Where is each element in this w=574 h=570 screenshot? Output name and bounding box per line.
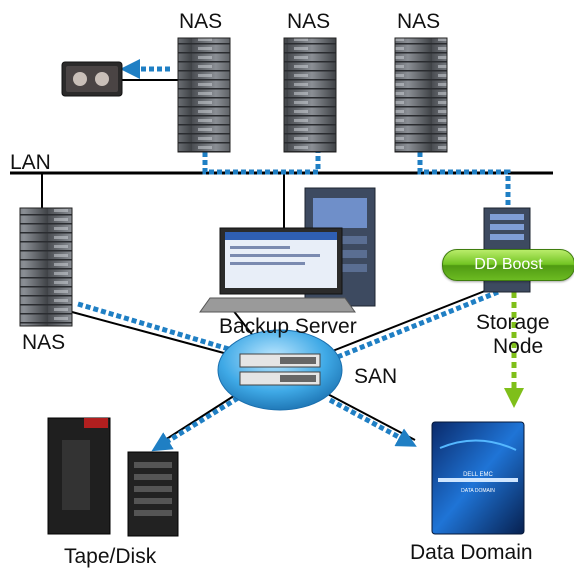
backup-server-icon — [199, 187, 376, 313]
storage-node-label-line2: Node — [493, 335, 544, 358]
storage-node-label-line1: Storage — [476, 311, 550, 334]
san-switch-icon — [217, 329, 343, 411]
san-to-datadomain-line — [319, 389, 416, 441]
nas-label: NAS — [397, 10, 441, 33]
data-domain-label: Data Domain — [410, 541, 533, 564]
disk-array-icon — [127, 451, 179, 537]
tape-disk-label: Tape/Disk — [64, 545, 157, 568]
dell-emc-text: DELL EMC — [463, 472, 493, 478]
nas-lan-path — [202, 152, 321, 175]
san-to-tape-line — [164, 391, 241, 441]
nas-label: NAS — [22, 331, 66, 354]
backup-server-label: Backup Server — [219, 315, 357, 338]
left-nas-to-san-line — [71, 311, 236, 357]
left-nas-san-path — [77, 301, 233, 353]
nas-label: NAS — [287, 10, 331, 33]
tape-drive-icon — [61, 61, 123, 97]
storage-san-path — [329, 289, 499, 363]
san-to-tape-path — [151, 395, 240, 452]
storage-node-to-san-line — [329, 284, 501, 353]
dd-boost-badge: DD Boost — [442, 249, 574, 281]
data-domain-front-text: DATA DOMAIN — [461, 488, 495, 494]
nas-label: NAS — [179, 10, 223, 33]
san-to-datadomain-path — [328, 397, 417, 447]
san-label: SAN — [354, 365, 398, 388]
data-domain-appliance-icon: DELL EMC DATA DOMAIN — [431, 421, 525, 535]
tape-library-icon — [47, 417, 111, 535]
backup-data-paths — [77, 59, 511, 452]
storage-node-lan-path — [417, 152, 511, 210]
lan-label: LAN — [10, 151, 51, 174]
nas-server-icon — [283, 37, 337, 153]
nas-server-icon — [19, 207, 73, 327]
nas-server-icon — [177, 37, 231, 153]
nas-server-icon — [394, 37, 448, 153]
